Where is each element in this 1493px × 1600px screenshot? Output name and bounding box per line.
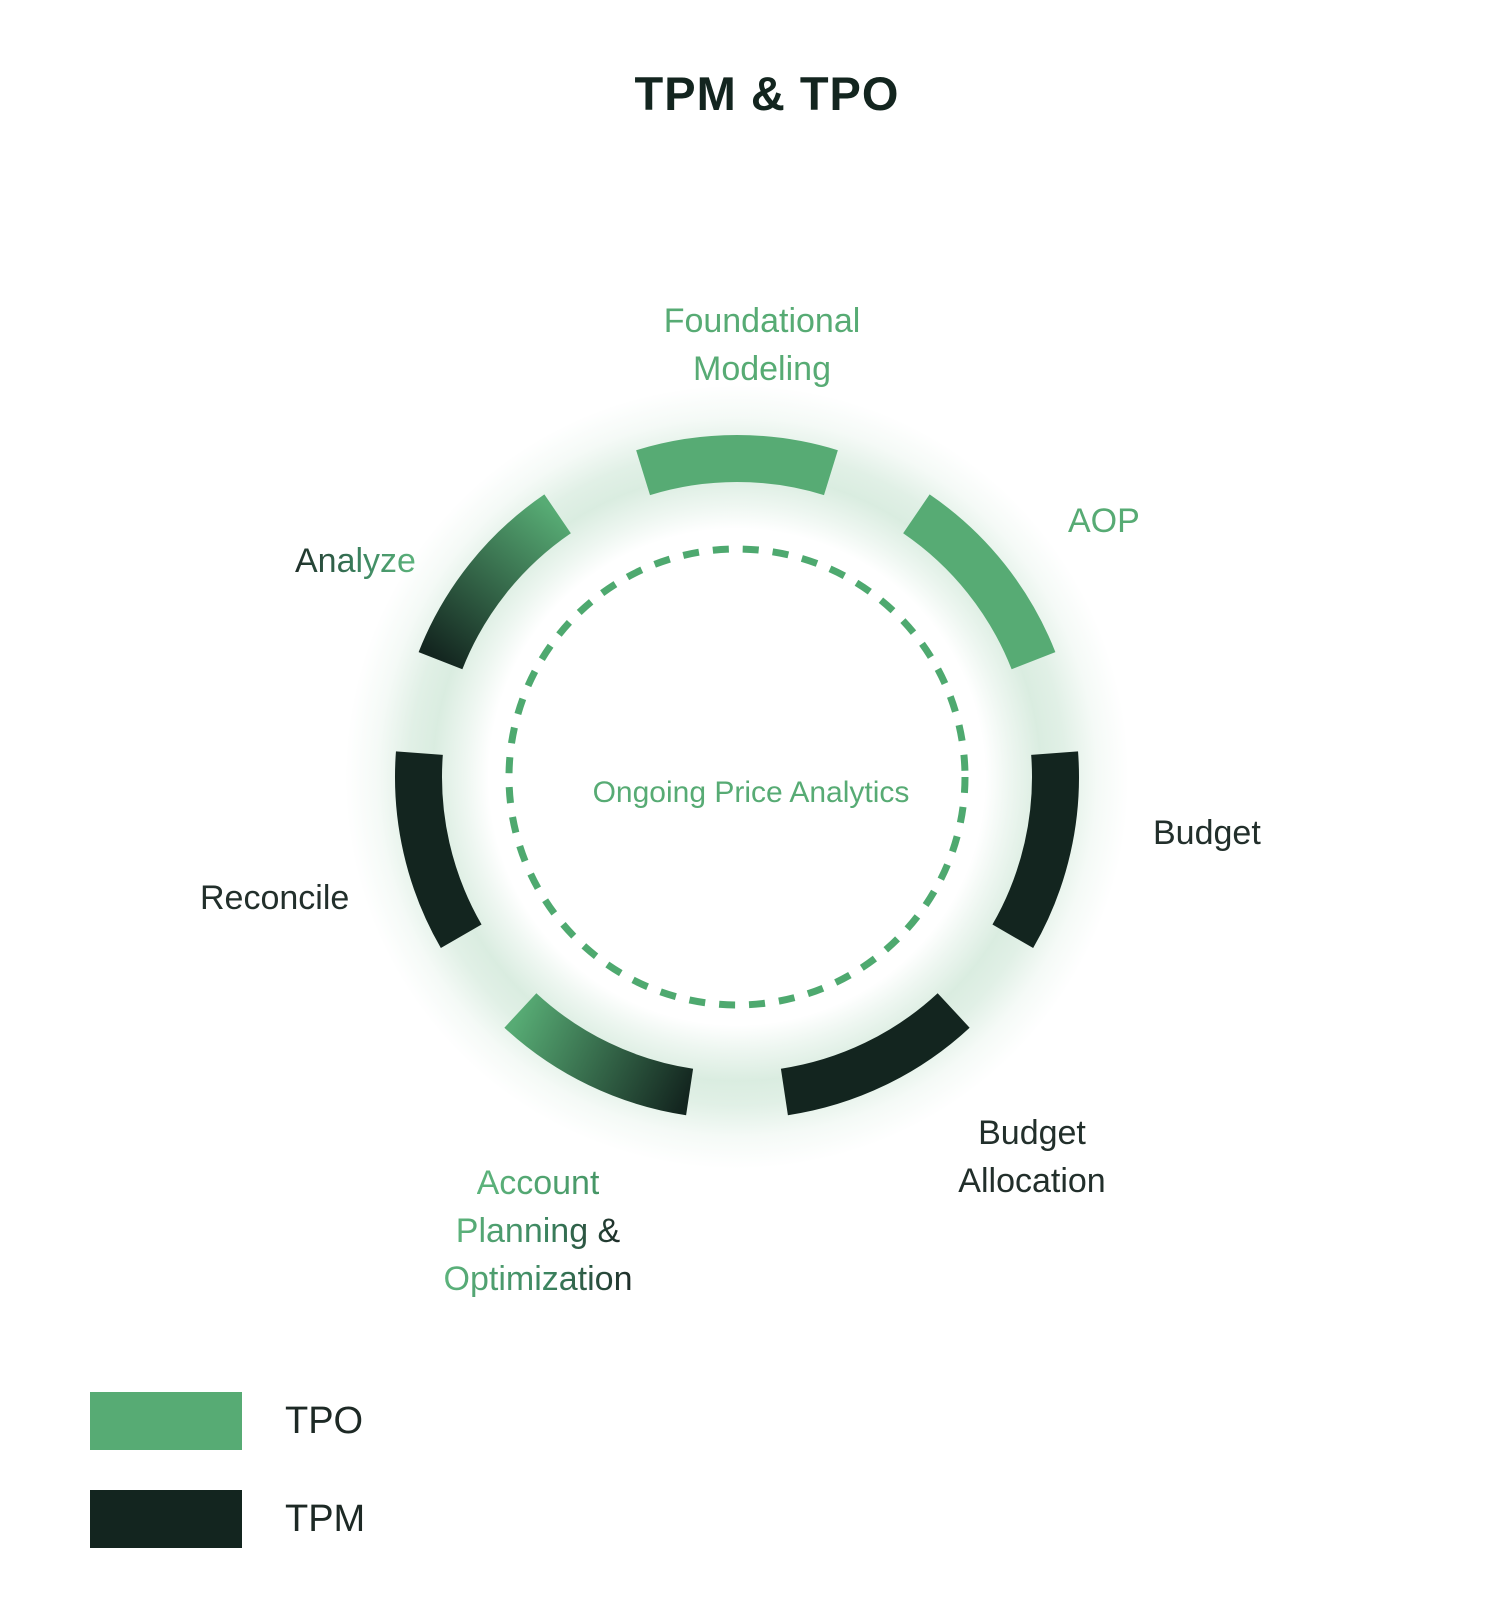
label-line: Foundational: [663, 302, 861, 340]
legend-swatch-tpm: [90, 1490, 242, 1548]
arc-analyze: [418, 494, 571, 670]
legend: TPO TPM: [90, 1392, 590, 1552]
arc-reconcile: [395, 751, 482, 949]
label-analyze: Analyze: [295, 537, 416, 585]
label-line: Modeling: [693, 350, 831, 388]
arc-budget: [992, 751, 1079, 949]
legend-label-tpm: TPM: [285, 1497, 366, 1540]
ongoing-dashed-circle: [505, 545, 969, 1009]
legend-swatch-tpo: [90, 1392, 242, 1450]
label-foundational-modeling: Foundational Modeling: [562, 297, 962, 393]
label-reconcile: Reconcile: [200, 879, 350, 917]
label-account-planning-optimization: Account Planning & Optimization: [358, 1159, 718, 1303]
center-label-ongoing-price-analytics: Ongoing Price Analytics: [592, 776, 910, 809]
label-line: Account: [358, 1159, 718, 1207]
arc-aop: [903, 494, 1056, 670]
label-budget: Budget: [1153, 814, 1261, 852]
glow-halo: [337, 377, 1137, 1177]
label-line: Allocation: [958, 1162, 1106, 1200]
label-line: Planning &: [358, 1207, 718, 1255]
label-line: Optimization: [358, 1255, 718, 1303]
arc-budget-allocation: [780, 993, 970, 1116]
label-line: Budget: [978, 1114, 1086, 1152]
legend-label-tpo: TPO: [285, 1399, 364, 1442]
label-aop: AOP: [1068, 502, 1140, 540]
arc-account-planning-optimization: [504, 993, 694, 1116]
page-title: TPM & TPO: [634, 67, 900, 120]
arc-foundational-modeling: [636, 435, 838, 496]
label-budget-allocation: Budget Allocation: [872, 1109, 1192, 1205]
